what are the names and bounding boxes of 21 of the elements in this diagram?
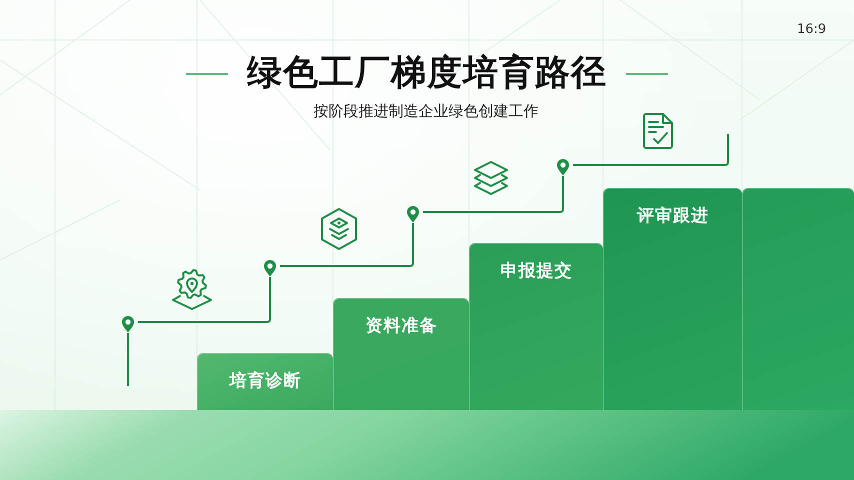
step-label: 培育诊断 (230, 370, 302, 392)
map-pin-icon (406, 205, 420, 223)
step-block (333, 298, 469, 410)
step-block (603, 188, 742, 410)
subtitle: 按阶段推进制造企业绿色创建工作 (314, 101, 538, 122)
timeline-line (573, 134, 729, 166)
step-block (197, 353, 333, 410)
step-block (469, 243, 603, 410)
timeline-line (280, 223, 414, 267)
map-pin-icon (121, 315, 135, 333)
step-label: 申报提交 (500, 260, 572, 282)
timeline-line (423, 176, 564, 213)
timeline-line (127, 333, 129, 386)
step-label: 评审跟进 (637, 205, 709, 227)
map-pin-icon (263, 259, 277, 277)
title: 绿色工厂梯度培育路径 (247, 52, 607, 95)
aspect-ratio-text: 16:9 (797, 21, 826, 39)
step-block (742, 188, 854, 410)
step-label: 资料准备 (366, 315, 438, 337)
map-pin-icon (556, 158, 570, 176)
timeline-line (138, 277, 271, 323)
